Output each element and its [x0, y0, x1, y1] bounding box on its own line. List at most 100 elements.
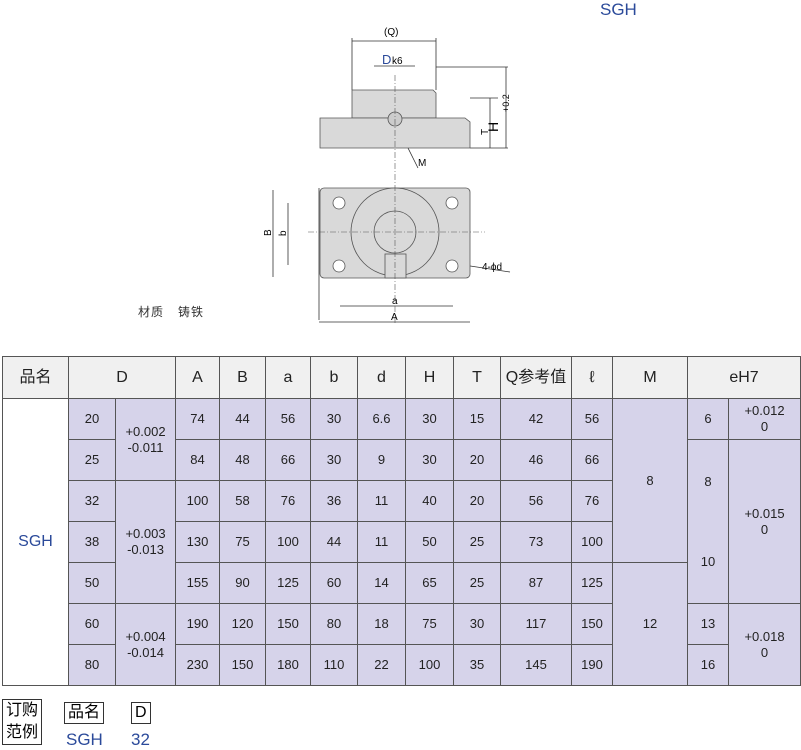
- cell-d-tolerance: +0.002-0.011: [115, 398, 176, 481]
- product-code-title: SGH: [600, 0, 637, 19]
- header-e-text: eH7: [729, 368, 759, 386]
- cell-b: 30: [310, 439, 358, 481]
- cell-l: 100: [571, 521, 613, 563]
- b-lower-label: b: [278, 230, 289, 236]
- cell-q: 87: [500, 562, 572, 604]
- cell-h-text: 75: [422, 616, 437, 631]
- cell-m: 8: [612, 398, 688, 563]
- cell-t: 20: [453, 480, 501, 522]
- cell-a: 155: [175, 562, 220, 604]
- cell-a: 230: [175, 644, 220, 686]
- cell-m: 12: [612, 562, 688, 686]
- h-tolerance: +0.2: [501, 94, 511, 112]
- a-lower-label: a: [392, 296, 398, 307]
- cell-a: 74: [175, 398, 220, 440]
- header-l-text: ℓ: [589, 368, 595, 386]
- cell-b: 44: [219, 398, 266, 440]
- cell-a: 150: [265, 603, 311, 645]
- cell-a-text: 100: [277, 534, 299, 549]
- cell-e-text: 10: [700, 553, 716, 569]
- cell-q: 42: [500, 398, 572, 440]
- cell-e-text: 13: [700, 616, 716, 631]
- cell-b: 58: [219, 480, 266, 522]
- cell-d-text: 80: [84, 657, 100, 672]
- cell-b-text: 44: [326, 534, 342, 549]
- header-m-text: M: [643, 368, 657, 386]
- cell-d-text: 32: [84, 493, 100, 508]
- cell-b-text: 58: [235, 493, 250, 508]
- product-name-cell: SGH: [2, 398, 69, 686]
- cell-a-text: 130: [186, 534, 209, 549]
- cell-b-text: 120: [231, 616, 254, 631]
- header-h-text: H: [423, 368, 436, 386]
- cell-a: 180: [265, 644, 311, 686]
- cell-e-tolerance-text: 0: [760, 644, 769, 660]
- header-a-upper-text: A: [192, 368, 203, 386]
- cell-q: 56: [500, 480, 572, 522]
- cell-l-text: 56: [584, 411, 600, 426]
- cell-h: 40: [405, 480, 454, 522]
- cell-b-text: 75: [235, 534, 250, 549]
- header-name-text: 品名: [19, 368, 52, 386]
- header-t: T: [453, 356, 501, 399]
- cell-b: 90: [219, 562, 266, 604]
- header-m: M: [612, 356, 688, 399]
- cell-a-text: 180: [277, 657, 299, 672]
- cell-l-text: 66: [584, 452, 600, 467]
- cell-a-text: 76: [280, 493, 296, 508]
- cell-q-text: 117: [525, 616, 547, 631]
- cell-e-tolerance-text: +0.018: [744, 628, 785, 644]
- cell-d: 11: [357, 521, 406, 563]
- cell-b: 36: [310, 480, 358, 522]
- cell-t: 25: [453, 521, 501, 563]
- product-name-cell-text: SGH: [18, 533, 53, 550]
- cell-t-text: 30: [469, 616, 485, 631]
- cell-m-text: 8: [646, 472, 654, 488]
- cell-d: 9: [357, 439, 406, 481]
- header-l: ℓ: [571, 356, 613, 399]
- cell-a: 66: [265, 439, 311, 481]
- cell-t-text: 35: [469, 657, 485, 672]
- h-label: H: [485, 122, 501, 132]
- cell-d-tolerance-text: +0.002: [125, 423, 166, 439]
- cell-h-text: 65: [422, 575, 437, 590]
- cell-d: 18: [357, 603, 406, 645]
- cell-d-text: 60: [84, 616, 100, 631]
- cell-q-text: 145: [525, 657, 547, 672]
- cell-d: 11: [357, 480, 406, 522]
- cell-a-text: 125: [277, 575, 299, 590]
- cell-d-text: 6.6: [372, 411, 391, 426]
- cell-b: 30: [310, 398, 358, 440]
- cell-d: 14: [357, 562, 406, 604]
- cell-b: 120: [219, 603, 266, 645]
- cell-b-text: 48: [235, 452, 250, 467]
- cell-d: 38: [68, 521, 116, 563]
- cell-t-text: 15: [469, 411, 485, 426]
- cell-l: 76: [571, 480, 613, 522]
- cell-d-text: 50: [84, 575, 100, 590]
- m-label: M: [418, 158, 426, 169]
- cell-q: 46: [500, 439, 572, 481]
- header-d-hole-text: d: [377, 368, 386, 386]
- cell-a-text: 155: [186, 575, 209, 590]
- header-d-hole: d: [357, 356, 406, 399]
- cell-h-text: 30: [422, 411, 437, 426]
- cell-d-text: 14: [374, 575, 389, 590]
- header-b-text: b: [329, 368, 339, 386]
- cell-a: 76: [265, 480, 311, 522]
- cell-l: 56: [571, 398, 613, 440]
- cell-b: 110: [310, 644, 358, 686]
- cell-b-text: 30: [326, 411, 342, 426]
- header-a: a: [265, 356, 311, 399]
- cell-a: 125: [265, 562, 311, 604]
- d-label: D: [382, 52, 391, 67]
- cell-b-text: 60: [326, 575, 342, 590]
- cell-d-tolerance-text: +0.004: [125, 628, 166, 644]
- cell-a-text: 150: [277, 616, 299, 631]
- cell-h: 65: [405, 562, 454, 604]
- header-b-upper: B: [219, 356, 266, 399]
- technical-drawing: (Q) D k6 H +0.2 T M B b 4-ϕd a A: [263, 27, 511, 325]
